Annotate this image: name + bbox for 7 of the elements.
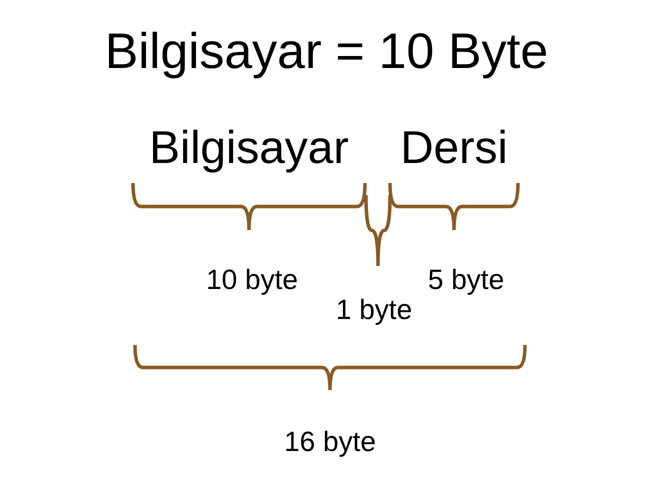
byte-count-label: 5 byte: [428, 266, 504, 294]
byte-count-label: 16 byte: [284, 428, 376, 456]
byte-count-label: 10 byte: [206, 266, 298, 294]
word-label: Dersi: [400, 124, 508, 170]
byte-count-label: 1 byte: [336, 296, 412, 324]
word-label: Bilgisayar: [149, 124, 349, 170]
title: Bilgisayar = 10 Byte: [104, 22, 548, 80]
